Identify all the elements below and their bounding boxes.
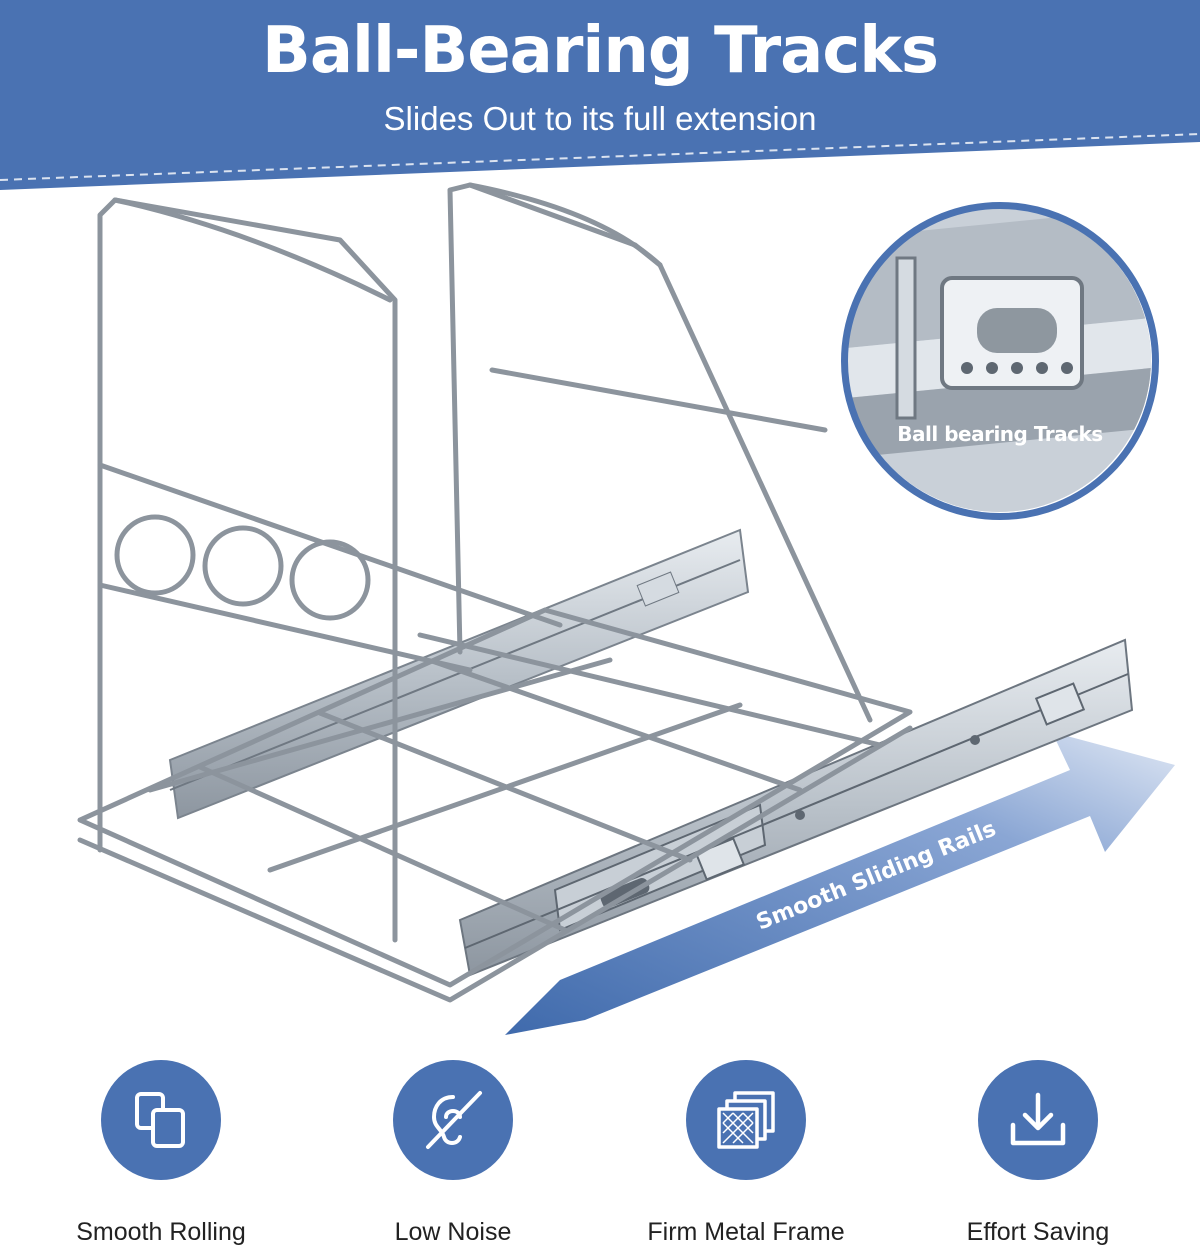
feature-firm-metal-frame: Firm Metal Frame bbox=[636, 1060, 856, 1247]
copy-pages-icon bbox=[101, 1060, 221, 1180]
product-illustration: Smooth Sliding Rails bbox=[77, 182, 1175, 1035]
download-tray-icon bbox=[978, 1060, 1098, 1180]
feature-label: Smooth Rolling bbox=[76, 1218, 246, 1246]
bearing-closeup-image bbox=[847, 208, 1151, 512]
feature-low-noise: Low Noise bbox=[343, 1060, 563, 1247]
feature-smooth-rolling: Smooth Rolling bbox=[51, 1060, 271, 1247]
callout-label: Ball bearing Tracks bbox=[897, 422, 1103, 446]
header-banner bbox=[0, 0, 1200, 190]
mute-noise-icon bbox=[393, 1060, 513, 1180]
feature-label: Effort Saving bbox=[966, 1218, 1110, 1246]
wire-basket bbox=[77, 182, 913, 1003]
feature-label: Low Noise bbox=[394, 1218, 512, 1246]
feature-label: Firm Metal Frame bbox=[647, 1218, 845, 1246]
bearing-zoom-callout bbox=[847, 208, 1151, 512]
page-title: Ball-Bearing Tracks bbox=[262, 14, 939, 88]
metal-layers-icon bbox=[686, 1060, 806, 1180]
page-subtitle: Slides Out to its full extension bbox=[383, 100, 817, 137]
feature-effort-saving: Effort Saving bbox=[928, 1060, 1148, 1247]
